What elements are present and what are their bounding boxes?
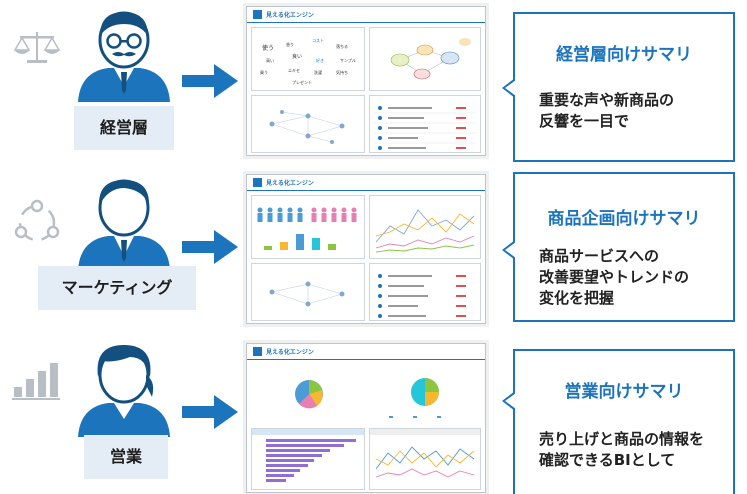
summary-title-sales: 営業向けサマリ (564, 382, 684, 402)
demographics-panel (251, 195, 365, 259)
svg-text:使う: 使う (262, 44, 274, 52)
svg-text:落ちる: 落ちる (336, 43, 348, 49)
dashboard-screenshot-executive: 見える化エンジン 使う 香り コスト落ちる 高い 良い 好き サンプル 買う エキセ 洗… (246, 6, 486, 156)
ranking-table-panel (369, 95, 481, 153)
arrow-right-icon (182, 64, 238, 98)
executive-person-icon (78, 11, 170, 102)
cycle-icon (14, 199, 60, 242)
svg-text:高い: 高い (266, 57, 274, 63)
svg-text:サンプル: サンプル (340, 57, 356, 63)
bar-chart-panel (251, 428, 365, 490)
line-chart-panel (369, 428, 481, 490)
svg-text:気持ち: 気持ち (336, 69, 348, 75)
svg-text:良い: 良い (292, 53, 302, 60)
summary-callout-sales: 営業向けサマリ 売り上げと商品の情報を 確認できるBIとして (502, 349, 735, 494)
logo-icon (253, 347, 262, 356)
logo-icon (253, 178, 262, 187)
summary-line: 売り上げと商品の情報を (539, 430, 705, 448)
role-row-executive: 経営層 見える化エンジン 使う 香り コスト落ちる 高い 良い 好き サンプル 買う エ… (0, 0, 747, 162)
word-cloud-panel: 使う 香り コスト落ちる 高い 良い 好き サンプル 買う エキセ 洗濯 気持ち プレゼン… (251, 27, 365, 91)
dashboard-screenshot-sales: 見える化エンジン (246, 343, 486, 493)
role-label-sales: 営業 (84, 435, 168, 479)
summary-title-executive: 経営層向けサマリ (556, 45, 692, 65)
summary-title-marketing: 商品企画向けサマリ (547, 209, 701, 229)
scale-icon (13, 32, 61, 63)
svg-text:エキセ: エキセ (288, 68, 300, 73)
logo-icon (253, 10, 262, 19)
screenshot-title: 見える化エンジン (266, 180, 314, 187)
role-row-marketing: マーケティング 見える化エンジン (0, 168, 747, 328)
svg-text:買う: 買う (260, 69, 268, 75)
arrow-right-icon (182, 395, 238, 429)
summary-line: 改善要望やトレンドの (539, 268, 690, 286)
svg-text:香り: 香り (286, 41, 294, 47)
summary-line: 商品サービスへの (539, 247, 660, 265)
bar-chart-icon (12, 363, 60, 400)
sales-person-icon (78, 345, 170, 437)
svg-text:好き: 好き (316, 57, 324, 63)
summary-callout-marketing: 商品企画向けサマリ 商品サービスへの 改善要望やトレンドの 変化を把握 (502, 172, 735, 322)
role-row-sales: 営業 見える化エンジン (0, 335, 747, 494)
ranking-table-panel (369, 263, 481, 321)
svg-text:洗濯: 洗濯 (314, 69, 322, 75)
trend-line-panel (369, 195, 481, 259)
summary-line: 重要な声や新商品の (539, 91, 675, 109)
role-label-marketing: マーケティング (38, 266, 196, 310)
dashboard-screenshot-marketing: 見える化エンジン (246, 174, 486, 324)
arrow-right-icon (182, 230, 238, 264)
summary-line: 確認できるBIとして (539, 451, 676, 469)
marketing-person-icon (78, 179, 170, 270)
pie-chart-panel (369, 364, 481, 424)
summary-line: 変化を把握 (539, 289, 615, 307)
screenshot-title: 見える化エンジン (266, 349, 314, 356)
network-panel (251, 95, 365, 153)
svg-text:コスト: コスト (312, 38, 324, 43)
svg-text:プレゼント: プレゼント (292, 79, 312, 85)
summary-callout-executive: 経営層向けサマリ 重要な声や新商品の 反響を一目で (502, 12, 735, 162)
network-panel (251, 263, 365, 321)
role-label-executive: 経営層 (74, 106, 174, 150)
summary-line: 反響を一目で (539, 112, 630, 130)
pie-chart-panel (251, 364, 365, 424)
cluster-map-panel (369, 27, 481, 91)
screenshot-title: 見える化エンジン (266, 12, 314, 19)
